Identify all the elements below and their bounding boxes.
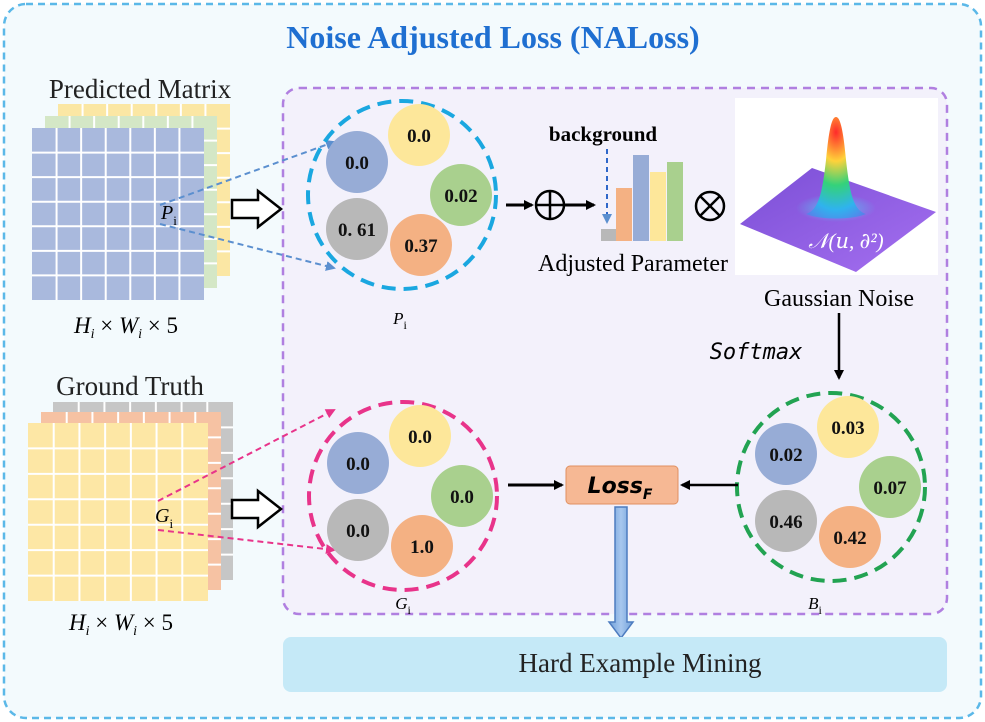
p-value-3: 0.02 xyxy=(444,186,477,207)
p-value-2: 0.0 xyxy=(345,153,369,174)
p-dashed-ring xyxy=(306,99,498,291)
predicted-flow-arrow xyxy=(230,188,284,230)
hard-example-mining-label: Hard Example Mining xyxy=(519,648,762,678)
g-value-5: 1.0 xyxy=(410,537,434,558)
b-value-circle-1 xyxy=(817,396,879,458)
ground-truth-dims: Hi × Wi × 5 xyxy=(68,610,173,639)
g-value-circle-2 xyxy=(327,432,389,494)
loss-to-mining-arrow xyxy=(607,506,635,640)
hard-example-mining-bar xyxy=(283,637,947,692)
g-value-circle-1 xyxy=(389,405,451,467)
adjusted-parameter-bar-5 xyxy=(667,162,683,241)
g-value-2: 0.0 xyxy=(346,454,370,475)
predicted-link-upper xyxy=(159,140,336,206)
g-value-circle-4 xyxy=(327,499,389,561)
p-value-circle-2 xyxy=(326,131,388,193)
predicted-matrix-layer-3 xyxy=(32,128,204,300)
g-circle-label: Gi xyxy=(395,594,411,617)
b-value-5: 0.42 xyxy=(833,528,866,549)
g-circle-group: 0.0 0.0 0.0 0.0 1.0 xyxy=(307,400,499,592)
adjusted-parameter-bar-1 xyxy=(601,229,617,241)
ground-truth-title: Ground Truth xyxy=(56,371,204,401)
gaussian-formula: 𝒩(𝑢, 𝜕²) xyxy=(808,229,883,253)
gaussian-peak xyxy=(806,117,866,219)
g-value-circle-5 xyxy=(391,515,453,577)
b-value-circle-4 xyxy=(755,490,817,552)
ground-truth-stack xyxy=(28,402,233,601)
p-value-circle-1 xyxy=(388,104,450,166)
b-value-circle-2 xyxy=(755,423,817,485)
b-circle-group: 0.03 0.02 0.07 0.46 0.42 xyxy=(735,391,927,583)
g-value-circle-3 xyxy=(431,465,493,527)
p-value-4: 0. 61 xyxy=(338,220,376,241)
gaussian-noise-plot: 𝒩(𝑢, 𝜕²) xyxy=(735,98,938,275)
b-value-circle-5 xyxy=(819,506,881,568)
g-dashed-ring xyxy=(307,400,499,592)
p-value-circle-5 xyxy=(390,214,452,276)
p-value-1: 0.0 xyxy=(407,126,431,147)
g-value-3: 0.0 xyxy=(450,487,474,508)
adjusted-parameter-bar-2 xyxy=(616,188,632,241)
b-dashed-ring xyxy=(735,391,927,583)
ground-truth-matrix-layer-3 xyxy=(28,423,208,601)
p-value-circle-4 xyxy=(326,198,388,260)
g-value-1: 0.0 xyxy=(408,427,432,448)
adjusted-parameter-bar-3 xyxy=(633,155,649,241)
loss-label: LossF xyxy=(588,474,653,503)
p-circle-group: 0.0 0.0 0.02 0. 61 0.37 xyxy=(306,99,498,291)
predicted-cell-label: Pi xyxy=(160,202,177,228)
p-value-circle-3 xyxy=(430,164,492,226)
ground-truth-link-upper xyxy=(157,409,336,502)
b-value-3: 0.07 xyxy=(873,478,907,499)
gaussian-noise-label: Gaussian Noise xyxy=(764,286,914,312)
p-circle-label: Pi xyxy=(392,309,407,332)
predicted-matrix-stack xyxy=(32,104,230,300)
adjusted-parameter-bar-4 xyxy=(650,172,666,241)
b-value-1: 0.03 xyxy=(831,418,864,439)
background-label: background xyxy=(549,122,657,146)
ground-truth-cell-label: Gi xyxy=(155,505,173,531)
softmax-label: Softmax xyxy=(710,340,803,365)
multiply-operator-icon xyxy=(694,190,726,222)
b-value-4: 0.46 xyxy=(769,512,802,533)
loss-box xyxy=(565,465,679,505)
p-value-5: 0.37 xyxy=(404,236,438,257)
b-value-2: 0.02 xyxy=(769,445,802,466)
ground-truth-flow-arrow xyxy=(230,488,284,530)
diagram-title: Noise Adjusted Loss (NALoss) xyxy=(286,19,699,55)
g-value-4: 0.0 xyxy=(346,521,370,542)
b-circle-label: Bi xyxy=(808,594,822,617)
adjusted-parameter-label: Adjusted Parameter xyxy=(538,251,728,277)
add-operator-icon xyxy=(534,189,566,221)
predicted-matrix-title: Predicted Matrix xyxy=(49,74,232,104)
predicted-dims: Hi × Wi × 5 xyxy=(73,313,178,342)
b-value-circle-3 xyxy=(859,456,921,518)
adjusted-parameter-bars xyxy=(601,155,683,241)
